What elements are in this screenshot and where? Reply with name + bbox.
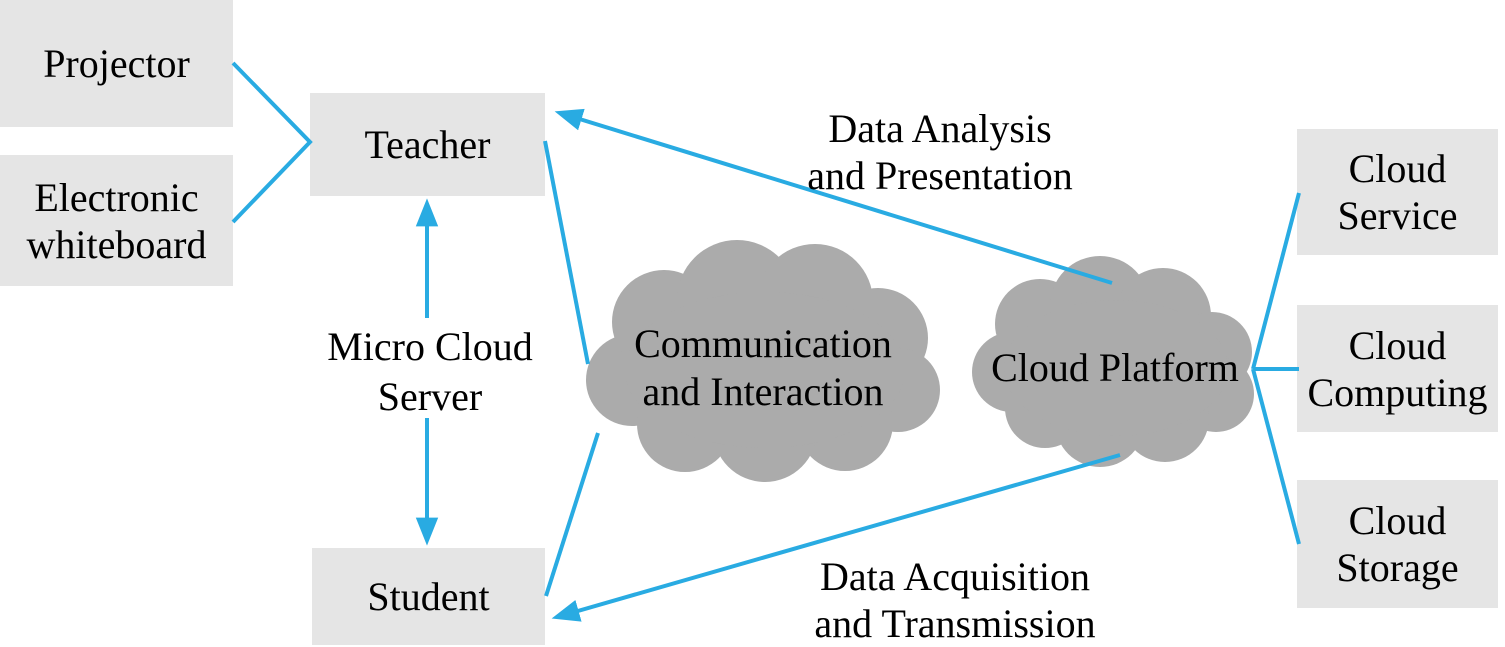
node-projector-label: Projector <box>43 41 190 86</box>
data-acquisition-label: Data Acquisition and Transmission <box>814 553 1095 647</box>
communication-cloud-shape <box>586 240 940 482</box>
node-cloud-storage-label-line2: Storage <box>1336 545 1459 590</box>
node-electronic-whiteboard: Electronic whiteboard <box>0 155 233 286</box>
node-cloud-storage: Cloud Storage <box>1297 480 1498 608</box>
data-analysis-label-line1: Data Analysis <box>828 106 1052 151</box>
micro-cloud-server-label-line2: Server <box>377 374 483 419</box>
node-electronic-whiteboard-label-line2: whiteboard <box>26 221 207 267</box>
node-electronic-whiteboard-label-line1: Electronic <box>34 174 199 220</box>
node-teacher: Teacher <box>310 93 545 196</box>
node-cloud-computing-label-line2: Computing <box>1307 369 1488 415</box>
arrow-platform-to-teacher <box>554 108 1113 285</box>
edge-platform-to-cloud-storage <box>1251 368 1301 545</box>
data-acquisition-label-line2: and Transmission <box>814 601 1096 646</box>
data-analysis-label-line2: and Presentation <box>807 153 1073 198</box>
data-analysis-label: Data Analysis and Presentation <box>807 105 1073 199</box>
node-student: Student <box>312 548 545 645</box>
node-cloud-service-label-line1: Cloud <box>1348 146 1447 191</box>
node-cloud-service: Cloud Service <box>1297 129 1498 255</box>
node-cloud-service-label-line2: Service <box>1337 193 1458 238</box>
node-student-label: Student <box>367 574 490 619</box>
communication-cloud-label-line2: and Interaction <box>642 369 884 414</box>
edge-teacher-to-communication <box>543 140 590 365</box>
cloud-platform-label-text: Cloud Platform <box>991 345 1239 390</box>
node-teacher-label: Teacher <box>364 122 491 167</box>
communication-cloud-label-line1: Communication <box>634 321 892 366</box>
edge-platform-to-cloud-service <box>1251 192 1301 370</box>
node-cloud-storage-label-line1: Cloud <box>1348 498 1447 543</box>
arrow-platform-to-student <box>551 453 1121 622</box>
data-acquisition-label-line1: Data Acquisition <box>820 554 1090 599</box>
cloud-platform-shape <box>972 256 1254 467</box>
node-cloud-computing: Cloud Computing <box>1297 305 1498 432</box>
cloud-platform-label: Cloud Platform <box>991 344 1239 392</box>
micro-cloud-server-label: Micro Cloud Server <box>327 322 533 422</box>
node-projector: Projector <box>0 0 233 127</box>
communication-cloud-label: Communication and Interaction <box>634 320 892 416</box>
micro-cloud-server-label-line1: Micro Cloud <box>327 324 533 369</box>
edge-devices-to-teacher <box>231 61 313 224</box>
node-cloud-computing-label-line1: Cloud <box>1348 322 1447 368</box>
edge-communication-to-student <box>544 432 600 597</box>
